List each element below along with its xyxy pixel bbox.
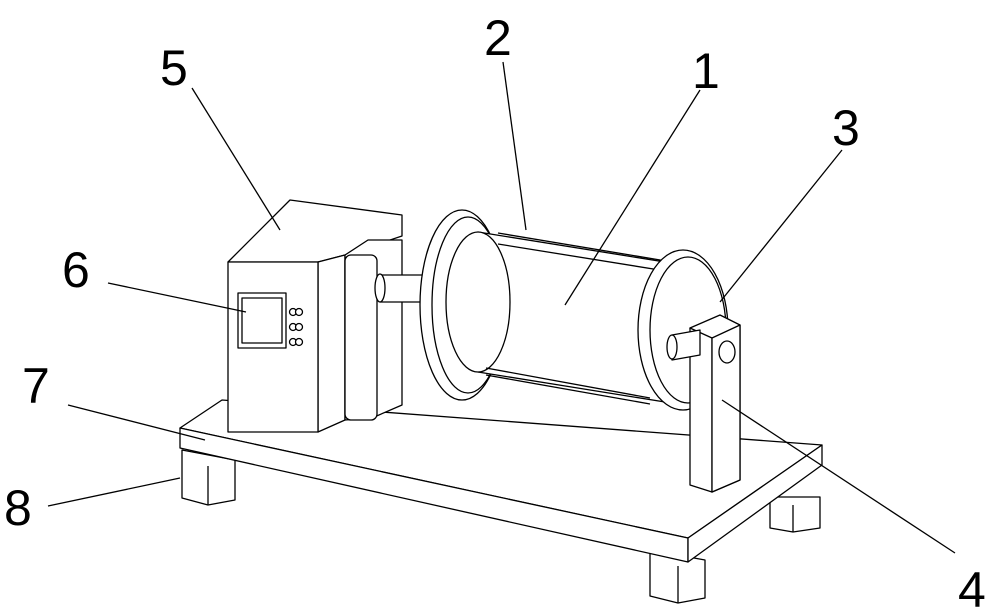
label-7: 7 [22,358,50,414]
label-6: 6 [62,242,90,298]
motor-block [345,240,402,420]
label-2: 2 [484,10,512,66]
label-1: 1 [692,43,720,99]
label-3: 3 [832,100,860,156]
label-8: 8 [4,480,32,536]
bearing-hole [719,341,735,363]
winding-drum [420,210,728,410]
control-buttons [290,309,303,346]
label-4: 4 [958,562,986,616]
label-5: 5 [160,40,188,96]
display-screen [238,293,286,348]
